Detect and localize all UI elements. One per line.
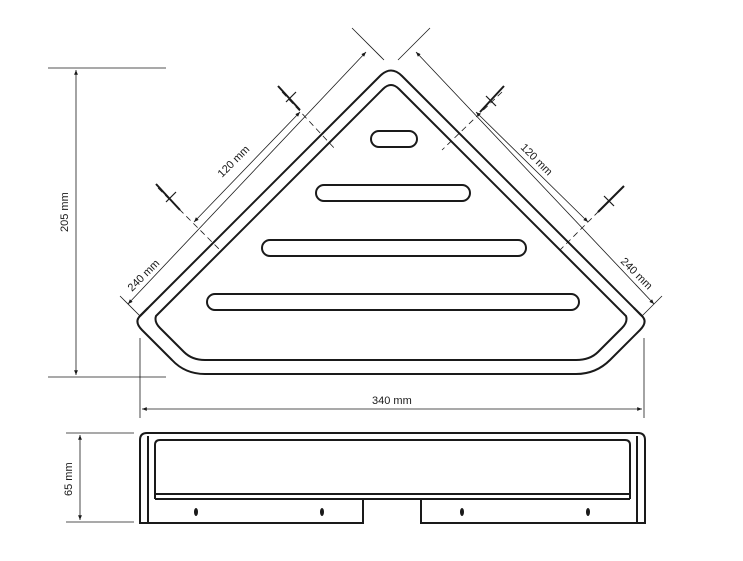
label-left-240: 240 mm — [126, 258, 163, 295]
label-right-120: 120 mm — [518, 142, 555, 179]
dim-line-left-240 — [127, 51, 367, 305]
label-height-205: 205 mm — [59, 192, 71, 232]
front-rail-outline — [139, 432, 646, 524]
mounting-hole — [460, 508, 464, 516]
mounting-hole — [586, 508, 590, 516]
screw-icon — [155, 183, 181, 211]
slot-3 — [206, 293, 580, 311]
mounting-hole — [194, 508, 198, 516]
top-view — [136, 69, 646, 375]
back-edge-left — [139, 307, 149, 317]
dim-line-right-120 — [475, 111, 589, 223]
rail-height-dimension: 65 mm — [63, 432, 134, 523]
screw-icon — [277, 85, 301, 111]
slot-2 — [261, 239, 527, 257]
mounting-hole — [320, 508, 324, 516]
shelf-inner-outline — [154, 84, 628, 361]
screw-icon — [597, 185, 625, 213]
front-rail-inner — [154, 439, 631, 499]
height-dimension: 205 mm — [48, 67, 166, 378]
label-left-120: 120 mm — [216, 144, 253, 181]
label-right-240: 240 mm — [618, 256, 655, 293]
screw-icon — [479, 85, 505, 113]
slot-top — [370, 130, 418, 148]
front-view — [139, 432, 646, 524]
label-height-65: 65 mm — [63, 462, 75, 496]
dim-line-left-120 — [193, 111, 301, 223]
back-edge-right — [633, 307, 643, 317]
shelf-outer-outline — [136, 69, 646, 375]
left-dimensions: 120 mm 240 mm — [119, 27, 431, 317]
dim-line-right-240 — [415, 51, 655, 305]
width-dimension: 340 mm — [139, 338, 645, 418]
slot-1 — [315, 184, 471, 202]
label-width-340: 340 mm — [372, 395, 412, 407]
